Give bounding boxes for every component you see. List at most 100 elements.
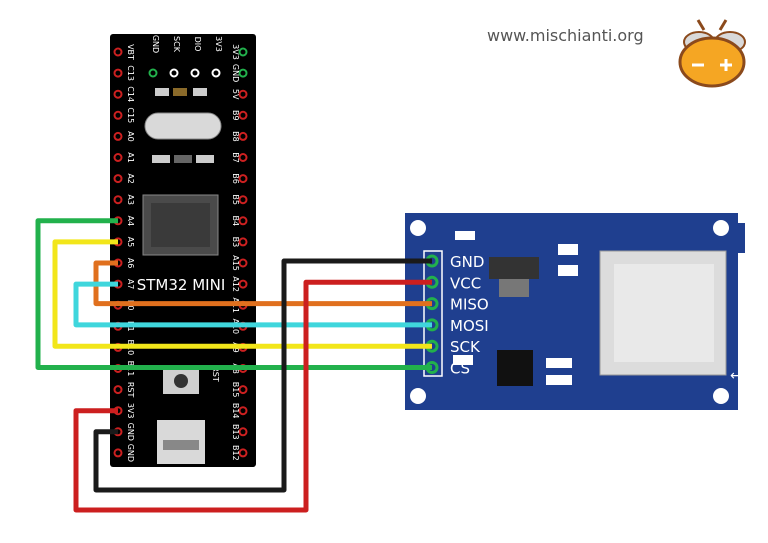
pin-hole [169, 68, 179, 78]
pin-label-right: B14 [231, 403, 240, 419]
wire-a4-cs [35, 218, 432, 370]
pin-label-left: A0 [126, 131, 135, 142]
module-pin-label: MISO [450, 296, 489, 314]
pin-label-left: C14 [126, 86, 135, 102]
pin-label-right: 3V3 [231, 44, 240, 60]
smd-part [546, 358, 572, 368]
pin-label-left: 3V3 [126, 403, 135, 419]
smd-part [455, 231, 475, 240]
pin-label-right: A15 [231, 255, 240, 271]
site-url: www.mischianti.org [487, 26, 644, 45]
sd-card-module: ← GND VCC MISO MOSI SCK CS [405, 213, 745, 410]
pin-hole [238, 258, 248, 268]
pin-label-right: B7 [231, 152, 240, 163]
pin-label-left: C13 [126, 65, 135, 81]
pin-label-right: B6 [231, 173, 240, 184]
pin-hole [211, 68, 221, 78]
pin-label-right: B4 [231, 216, 240, 227]
pin-hole [113, 131, 123, 141]
pin-label-left: A3 [126, 194, 135, 205]
pin-label-top: SCK [172, 36, 181, 53]
mount-hole [713, 220, 729, 236]
pin-label-left: A6 [126, 258, 135, 269]
pin-label-right: B13 [231, 424, 240, 440]
smd-part [174, 155, 192, 163]
stm32-board: STM32 MINI RST VBTC13C14C15A0A1A2A3A4A5A… [110, 34, 256, 467]
reset-button-cap [174, 374, 188, 388]
pin-label-right: B12 [231, 445, 240, 461]
pin-label-top: DIO [193, 37, 202, 52]
pin-hole [238, 195, 248, 205]
smd-part [152, 155, 170, 163]
module-pin-label: MOSI [450, 317, 489, 335]
pin-hole [113, 68, 123, 78]
pin-label-left: A2 [126, 173, 135, 184]
pin-hole [238, 427, 248, 437]
pin-hole [238, 237, 248, 247]
wire-a7-mosi [73, 281, 432, 328]
module-pin-label: CS [450, 360, 470, 378]
arrow-left-icon: ← [730, 368, 742, 384]
wire-gnd-gnd [93, 258, 432, 493]
pin-hole [113, 448, 123, 458]
mount-hole [713, 388, 729, 404]
pin-header [423, 250, 443, 377]
usb-port [163, 440, 199, 450]
pin-hole [238, 279, 248, 289]
pin-hole [113, 47, 123, 57]
pin-label-right: B15 [231, 382, 240, 398]
smd-part [558, 244, 578, 255]
buffer-chip [497, 350, 533, 386]
pin-hole [238, 448, 248, 458]
smd-part [453, 355, 473, 365]
smd-part [558, 265, 578, 276]
pin-label-left: GND [126, 444, 135, 462]
smd-part [173, 88, 187, 96]
pin-hole [190, 68, 200, 78]
pin-label-left: C15 [126, 107, 135, 123]
pin-hole [113, 195, 123, 205]
pin-label-left: A4 [126, 216, 135, 227]
board-name: STM32 MINI [137, 276, 226, 294]
pin-hole [238, 174, 248, 184]
rst-label: RST [211, 366, 220, 382]
module-pin-label: VCC [450, 274, 481, 292]
pin-hole [238, 131, 248, 141]
smd-part [196, 155, 214, 163]
pin-label-left: A5 [126, 237, 135, 248]
wire-a5-sck [52, 239, 432, 349]
pin-label-right: B3 [231, 237, 240, 248]
pin-label-top: GND [151, 35, 160, 53]
crystal [144, 112, 222, 140]
smd-part [193, 88, 207, 96]
regulator-tab [499, 279, 529, 297]
pin-hole [113, 174, 123, 184]
pin-label-left: A1 [126, 152, 135, 163]
pin-hole [113, 89, 123, 99]
mcu-core [151, 203, 210, 247]
smd-part [546, 375, 572, 385]
pin-hole [238, 153, 248, 162]
mount-hole [410, 220, 426, 236]
bee-logo-icon [678, 19, 746, 88]
pin-hole [238, 68, 248, 78]
pin-label-right: B8 [231, 131, 240, 142]
pin-label-left: GND [126, 423, 135, 441]
pin-hole [113, 153, 123, 162]
wire-3v3-vcc [73, 279, 432, 513]
pin-label-right: GND [231, 64, 240, 82]
pin-hole [238, 47, 248, 57]
pin-hole [148, 68, 158, 78]
module-pin-label: SCK [450, 338, 481, 356]
pin-hole [238, 385, 248, 395]
pin-label-left: RST [126, 382, 135, 398]
pin-label-right: 5V [231, 89, 240, 100]
pin-label-right: A12 [231, 276, 240, 292]
sd-card-slot-inner [614, 264, 714, 362]
smd-part [155, 88, 169, 96]
pin-label-right: B5 [231, 194, 240, 205]
pin-label-left: A7 [126, 279, 135, 290]
module-pin-label: GND [450, 253, 484, 271]
mount-hole [410, 388, 426, 404]
